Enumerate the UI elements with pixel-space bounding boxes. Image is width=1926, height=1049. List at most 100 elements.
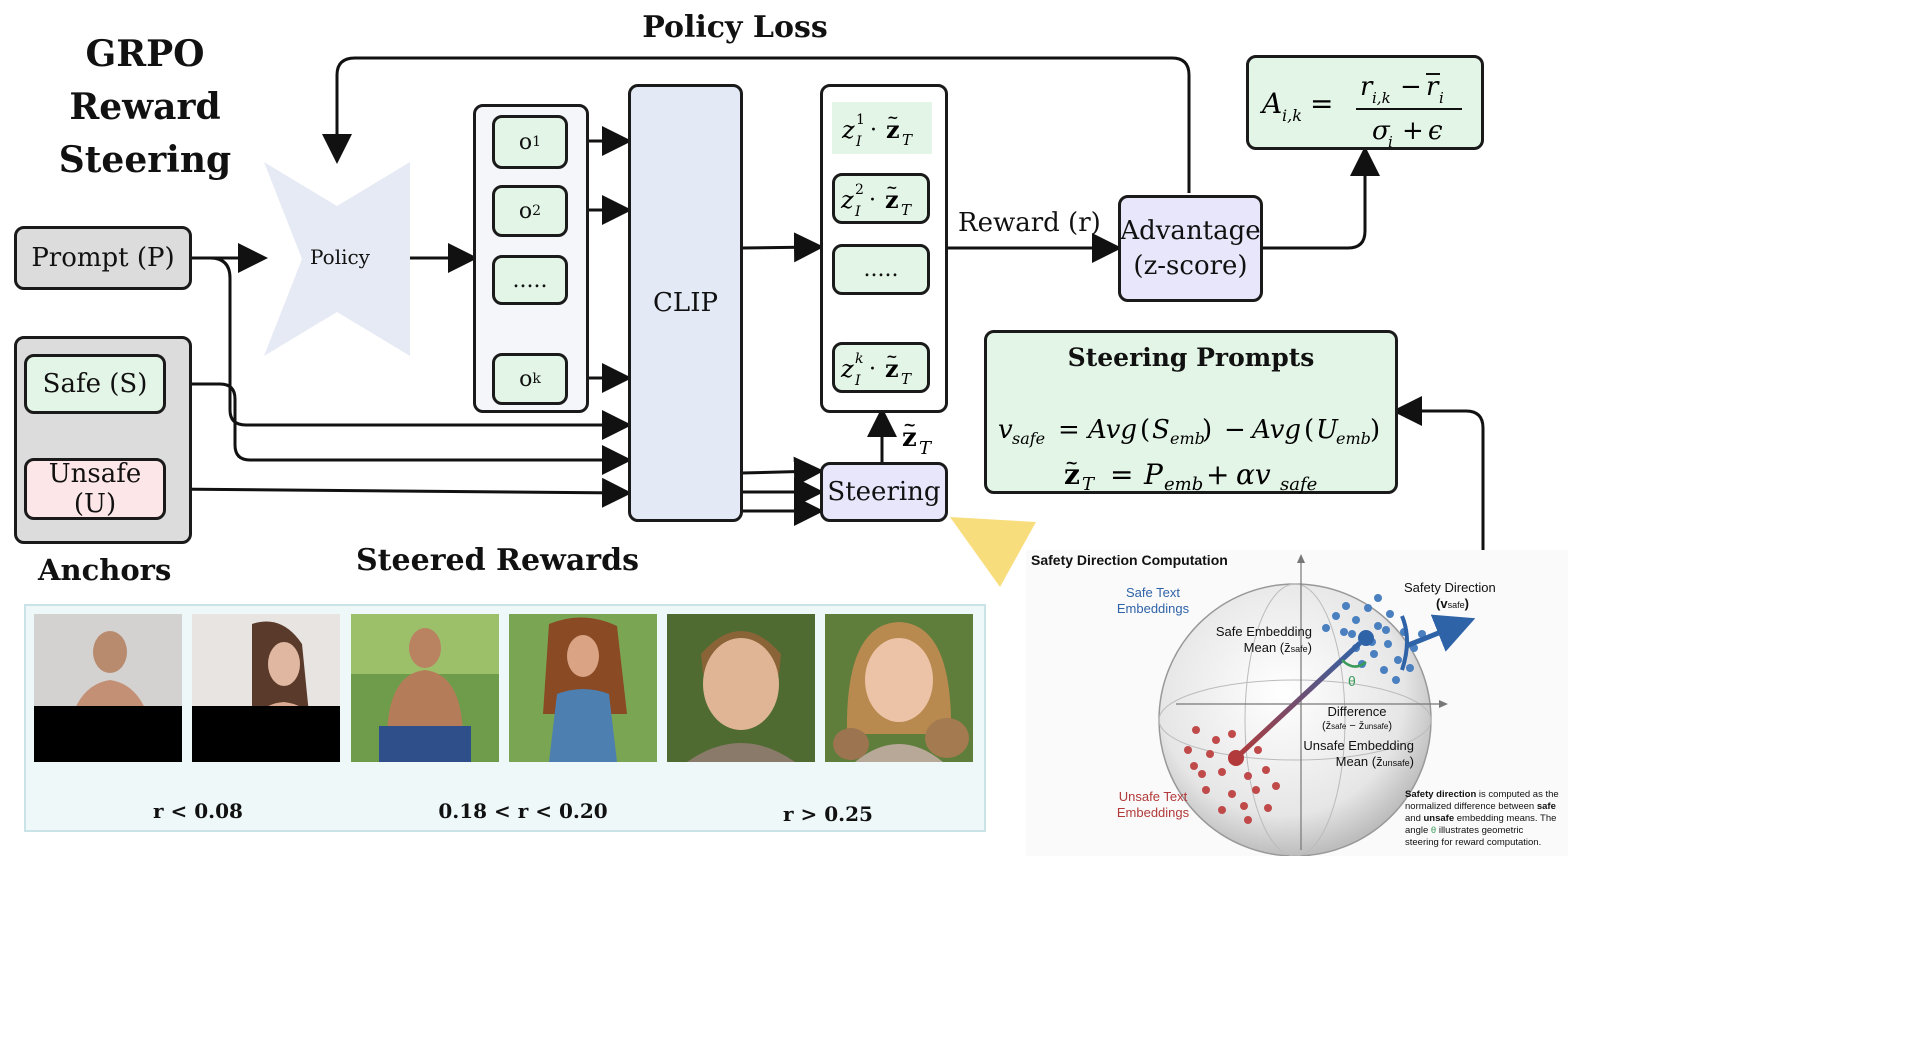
inset-caption-5: and (1405, 813, 1424, 824)
reward-label-3: r > 0.25 (783, 802, 873, 826)
score-1-formula: z 1 I · z ~ T (841, 110, 913, 150)
inset-caption-2: is computed as the (1476, 789, 1559, 800)
svg-text:1: 1 (856, 112, 865, 128)
output-o2-label: o (518, 198, 533, 224)
svg-text:·: · (869, 188, 876, 213)
svg-text:A: A (1259, 87, 1282, 120)
inset-difference-2: (z̄safe − z̄unsafe) (1321, 720, 1393, 732)
svg-text:·: · (869, 357, 876, 382)
svg-text:i: i (1439, 89, 1444, 107)
advantage-formula-box: A i,k = r i,k − r i σ i + ϵ (1246, 55, 1484, 150)
image-steered-man-2 (667, 614, 815, 762)
svg-text:i,k: i,k (1372, 89, 1391, 107)
svg-text:i: i (1388, 133, 1393, 147)
svg-text:i,k: i,k (1282, 106, 1302, 125)
svg-text:z: z (886, 115, 900, 144)
svg-text:(: ( (1140, 415, 1150, 445)
steering-prompts-title: Steering Prompts (1067, 343, 1315, 372)
output-ellipsis: ..... (492, 255, 568, 305)
inset-safe-mean-label: Safe Embedding Mean (z̄safe) (1200, 624, 1312, 657)
image-unsafe-man (34, 614, 182, 762)
svg-text:k: k (855, 351, 863, 367)
reward-label-1: r < 0.08 (153, 799, 243, 823)
svg-text:r: r (1360, 72, 1374, 102)
score-ellipsis: ..... (832, 244, 930, 295)
score-k-formula: z k I · z ~ T (840, 349, 912, 389)
svg-text:S: S (1152, 415, 1170, 445)
svg-text:αv: αv (1236, 458, 1271, 491)
title-line-1: GRPO (85, 33, 205, 75)
advantage-line-2: (z-score) (1133, 250, 1248, 281)
inset-caption-3: normalized difference between (1405, 801, 1537, 812)
svg-text:~: ~ (1065, 453, 1078, 472)
svg-text:v: v (998, 415, 1013, 445)
svg-text:=: = (1110, 458, 1133, 491)
inset-safe-mean-word: Mean (1243, 640, 1277, 655)
svg-text:+: + (1402, 116, 1424, 146)
svg-text:~: ~ (887, 110, 899, 126)
unsafe-anchor-box: Unsafe (U) (24, 458, 166, 520)
svg-text:U: U (1316, 415, 1339, 445)
svg-text:~: ~ (886, 180, 898, 196)
censor-bar (192, 706, 340, 762)
inset-safe-direction-2: (vsafe) (1436, 596, 1469, 611)
svg-text:): ) (1202, 415, 1212, 445)
svg-text:2: 2 (855, 182, 864, 198)
svg-text:T: T (1082, 474, 1096, 494)
svg-text:I: I (854, 204, 861, 220)
svg-text:ϵ: ϵ (1428, 116, 1443, 146)
inset-sphere (1158, 554, 1476, 856)
image-steered-woman-2 (825, 614, 973, 762)
inset-caption-11: steering for reward computation. (1405, 837, 1542, 848)
inset-safe-mean-1: Safe Embedding (1215, 624, 1312, 639)
svg-text:safe: safe (1012, 429, 1045, 448)
svg-text:z: z (841, 116, 855, 144)
output-o1-label: o (518, 129, 533, 155)
score-2: z 2 I · z ~ T (832, 173, 930, 224)
svg-text:Avg: Avg (1250, 415, 1301, 445)
svg-text:−: − (1224, 415, 1246, 445)
svg-text:z: z (902, 423, 917, 453)
svg-text:=: = (1058, 415, 1080, 445)
inset-unsafe-mean-1: Unsafe Embedding (1303, 738, 1414, 753)
svg-text:z: z (885, 185, 899, 214)
inset-unsafe-mean-2: Mean (z̄unsafe) (1335, 754, 1414, 769)
reward-label-2: 0.18 < r < 0.20 (438, 799, 608, 823)
svg-text:P: P (1143, 458, 1164, 491)
inset-unsafe-mean-word: Mean (1335, 754, 1369, 769)
svg-text:(: ( (1304, 415, 1314, 445)
inset-caption-10: illustrates geometric (1436, 825, 1524, 836)
inset-caption-7: embedding means. The (1454, 813, 1557, 824)
reward-label: Reward (r) (958, 208, 1101, 238)
inset-caption: Safety direction is computed as the norm… (1405, 789, 1565, 849)
svg-text:−: − (1400, 72, 1422, 102)
svg-text:T: T (902, 131, 913, 149)
inset-safe-direction-1: Safety Direction (1404, 580, 1496, 595)
inset-caption-4: safe (1536, 801, 1556, 812)
advantage-box: Advantage (z-score) (1118, 195, 1263, 302)
inset-safe-text-2: Embeddings (1116, 601, 1190, 616)
inset-difference-1: Difference (1327, 704, 1387, 719)
svg-text:T: T (901, 201, 912, 219)
title-line-2: Reward (69, 86, 221, 128)
svg-text:r: r (1426, 72, 1440, 102)
inset-unsafe-text-1: Unsafe Text (1118, 789, 1188, 804)
policy-loss-label: Policy Loss (642, 10, 828, 45)
inset-safe-text-label: Safe Text Embeddings (1110, 585, 1196, 617)
inset-difference-label: Difference (z̄safe − z̄unsafe) (1310, 704, 1404, 734)
inset-title: Safety Direction Computation (1031, 552, 1228, 568)
score-1: z 1 I · z ~ T (832, 102, 932, 154)
svg-text:+: + (1206, 458, 1229, 491)
steering-block: Steering (820, 462, 948, 522)
svg-text:~: ~ (903, 416, 916, 434)
image-unsafe-woman (192, 614, 340, 762)
svg-text:z: z (1064, 458, 1080, 491)
inset-caption-1: Safety direction (1405, 789, 1477, 800)
inset-caption-9: θ (1430, 825, 1437, 836)
policy-label: Policy (310, 245, 370, 269)
inset-safe-direction-label: Safety Direction (vsafe) (1404, 580, 1496, 613)
svg-text:T: T (919, 438, 933, 459)
output-o2-sub: 2 (532, 203, 542, 219)
steering-prompts-equations: v safe = Avg ( S emb ) − Avg ( U emb ) z… (998, 415, 1380, 494)
